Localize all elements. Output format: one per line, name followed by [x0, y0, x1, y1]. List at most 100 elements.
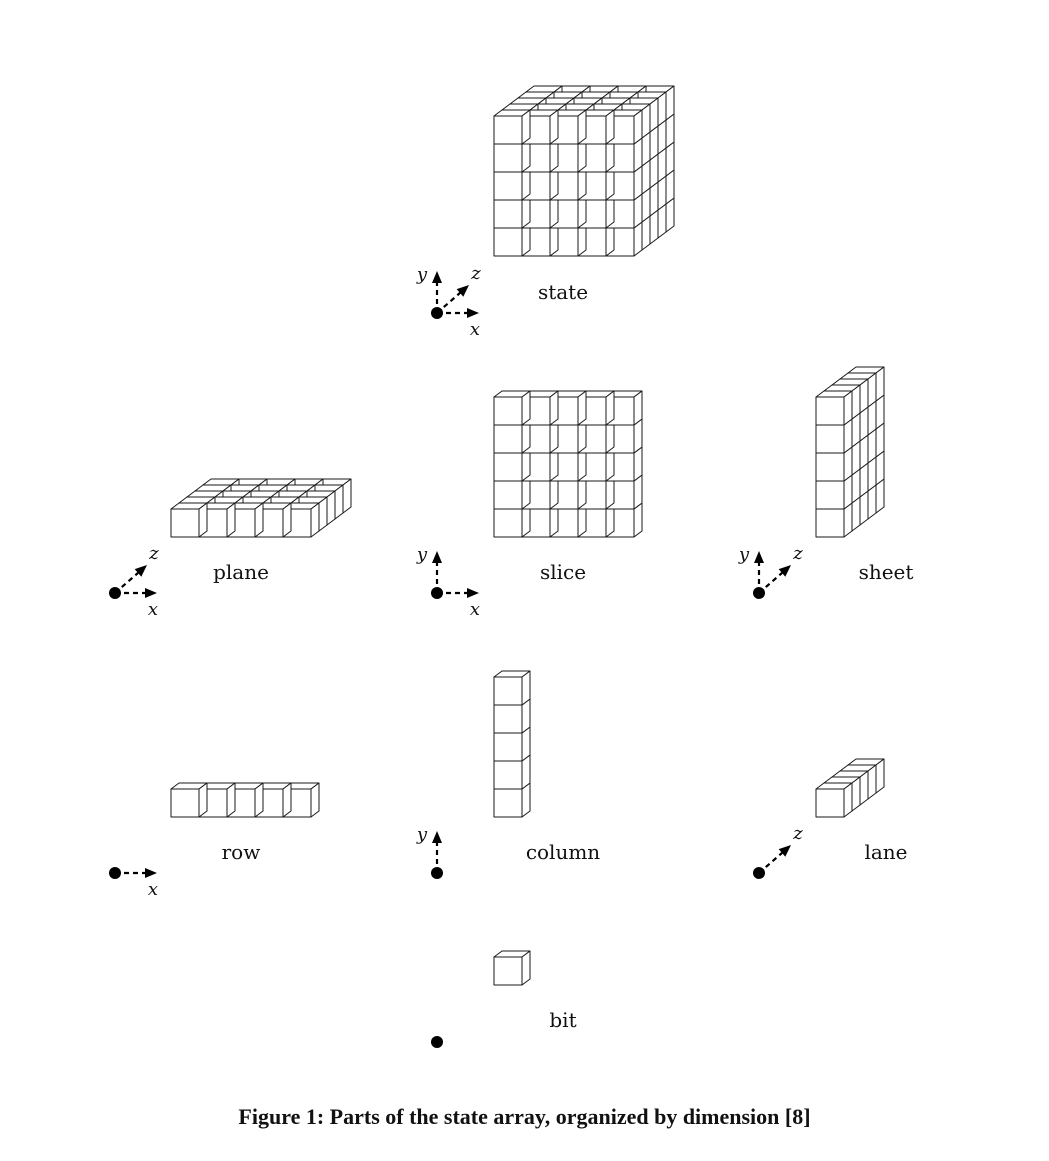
cube-front-face — [493, 452, 523, 482]
cube-side-face — [665, 85, 675, 121]
cube-side-face — [549, 390, 559, 426]
axis-z-label: z — [148, 543, 159, 564]
axis-origin-dot — [431, 1036, 443, 1048]
cube-side-face — [549, 109, 559, 145]
axis-z-line — [758, 570, 785, 594]
axis-y-label: y — [416, 544, 428, 565]
row-label: row — [222, 840, 261, 864]
cube-front-face — [493, 676, 523, 706]
cube-front-face — [815, 788, 845, 818]
cube-side-face — [649, 97, 659, 133]
sheet-label: sheet — [859, 560, 914, 584]
cube-front-face — [493, 396, 523, 426]
axis-z-line — [436, 290, 463, 314]
cube-side-face — [198, 502, 208, 538]
sheet-cubes — [815, 366, 885, 538]
cube-side-face — [657, 91, 667, 127]
cube-side-face — [282, 782, 292, 818]
cube-side-face — [254, 502, 264, 538]
cube-front-face — [493, 227, 523, 257]
axis-x-label: x — [470, 599, 480, 620]
figure-caption: Figure 1: Parts of the state array, orga… — [238, 1104, 811, 1129]
cube-side-face — [318, 496, 328, 532]
axis-x-label: x — [470, 319, 480, 340]
column-label: column — [526, 840, 600, 864]
cube-front-face — [815, 424, 845, 454]
axis-z-label: z — [470, 263, 481, 284]
cube-side-face — [633, 109, 643, 145]
cube-side-face — [851, 776, 861, 812]
axis-origin-dot — [753, 867, 765, 879]
cube-front-face — [815, 480, 845, 510]
cube-front-face — [493, 732, 523, 762]
cube-front-face — [170, 788, 200, 818]
axis-y: y — [416, 544, 442, 593]
state-label: state — [538, 280, 588, 304]
cube-side-face — [310, 502, 320, 538]
state-axes: x y z — [416, 263, 481, 340]
cube-side-face — [226, 502, 236, 538]
axis-origin-dot — [109, 587, 121, 599]
bit-cube — [170, 502, 208, 538]
cube-side-face — [867, 764, 877, 800]
cube-side-face — [521, 670, 531, 706]
axis-z: z — [114, 543, 159, 594]
cube-side-face — [226, 782, 236, 818]
bit-cube — [493, 670, 531, 706]
axis-y: y — [416, 264, 442, 313]
state-cubes — [493, 85, 675, 257]
axis-origin-dot — [109, 867, 121, 879]
cube-side-face — [867, 372, 877, 408]
cube-front-face — [493, 956, 523, 986]
cube-side-face — [605, 390, 615, 426]
axis-x-label: x — [148, 599, 158, 620]
cube-side-face — [851, 384, 861, 420]
axis-x-arrowhead — [467, 308, 479, 318]
cube-side-face — [843, 782, 853, 818]
cube-side-face — [282, 502, 292, 538]
axis-x-label: x — [148, 879, 158, 900]
plane-label: plane — [213, 560, 269, 584]
axis-y-arrowhead — [432, 551, 442, 563]
axis-z-arrowhead — [456, 285, 469, 297]
bit-cube — [493, 390, 531, 426]
axis-z: z — [436, 263, 481, 314]
axis-z-line — [114, 570, 141, 594]
plane-axes: xz — [109, 543, 159, 620]
axis-y-arrowhead — [432, 831, 442, 843]
cube-side-face — [859, 378, 869, 414]
row-cubes — [170, 782, 320, 818]
bit-cube — [493, 109, 531, 145]
bit-cube — [493, 950, 531, 986]
lane-cubes — [815, 758, 885, 818]
cube-front-face — [170, 508, 200, 538]
axis-y: y — [416, 824, 442, 873]
axis-y-arrowhead — [432, 271, 442, 283]
axis-x: x — [437, 308, 480, 340]
cube-front-face — [493, 508, 523, 538]
cube-side-face — [254, 782, 264, 818]
lane-axes: z — [753, 823, 803, 879]
axis-origin-dot — [431, 867, 443, 879]
cube-side-face — [334, 484, 344, 520]
axis-z-label: z — [792, 543, 803, 564]
cube-side-face — [875, 366, 885, 402]
column-cubes — [493, 670, 531, 818]
cube-front-face — [493, 171, 523, 201]
cube-side-face — [310, 782, 320, 818]
cube-front-face — [493, 704, 523, 734]
lane-label: lane — [864, 840, 907, 864]
cube-front-face — [815, 452, 845, 482]
cube-side-face — [521, 390, 531, 426]
axis-y-label: y — [738, 544, 750, 565]
cube-front-face — [493, 424, 523, 454]
cube-side-face — [633, 390, 643, 426]
plane-cubes — [170, 478, 352, 538]
axis-z-arrowhead — [778, 845, 791, 857]
axis-x: x — [115, 588, 158, 620]
cube-side-face — [641, 103, 651, 139]
axis-z-arrowhead — [134, 565, 147, 577]
